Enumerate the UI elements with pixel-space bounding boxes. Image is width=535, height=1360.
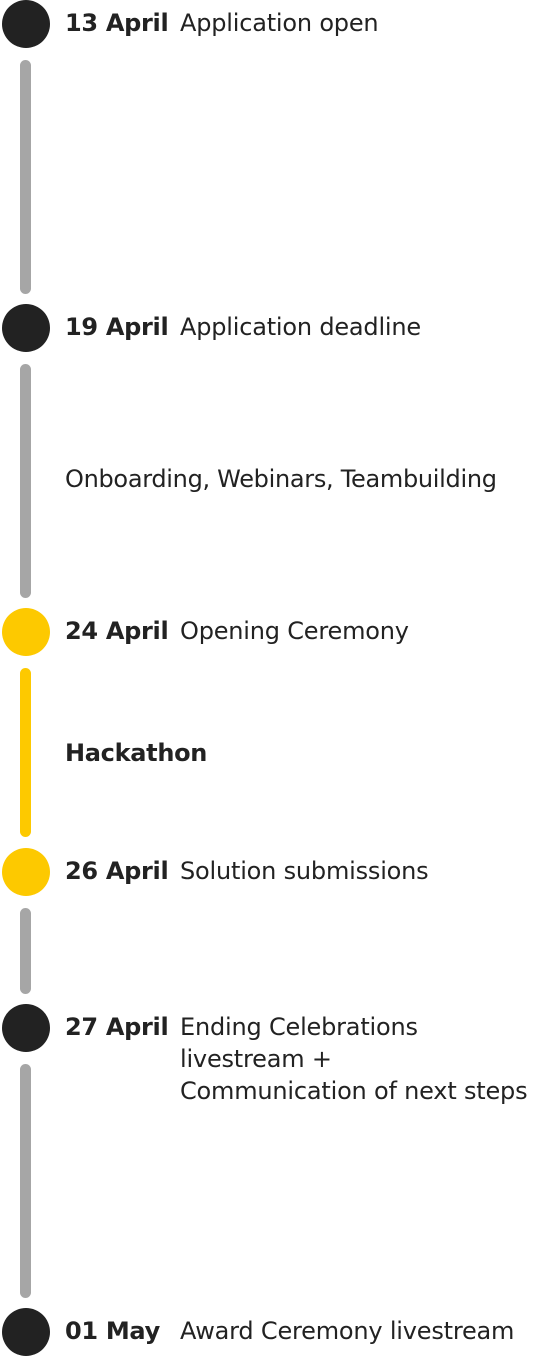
event-label-line: Ending Celebrations [180,1013,418,1041]
event-date: 01 May [65,1317,160,1345]
timeline-connector-2 [20,364,31,598]
event-label: Opening Ceremony [180,617,409,645]
event-label-line: livestream + [180,1045,332,1073]
event-date: 13 April [65,9,169,37]
event-date: 19 April [65,313,169,341]
timeline-dot [2,0,50,48]
phase-label-hackathon: Hackathon [65,739,208,767]
event-date: 24 April [65,617,169,645]
event-date: 26 April [65,857,169,885]
timeline-dot-highlight [2,608,50,656]
timeline-connector-4 [20,908,31,994]
event-label: Application open [180,9,379,37]
timeline-dot [2,1004,50,1052]
timeline-connector-1 [20,60,31,294]
phase-label: Onboarding, Webinars, Teambuilding [65,465,497,493]
event-date: 27 April [65,1013,169,1041]
event-label: Application deadline [180,313,421,341]
event-label: Solution submissions [180,857,429,885]
event-label: Award Ceremony livestream [180,1317,515,1345]
event-label-multiline: Ending Celebrations livestream + Communi… [180,1011,528,1107]
timeline-dot [2,1308,50,1356]
timeline-dot-highlight [2,848,50,896]
event-label-line: Communication of next steps [180,1077,528,1105]
timeline-dot [2,304,50,352]
timeline-connector-5 [20,1064,31,1298]
timeline-connector-hackathon [20,668,31,837]
